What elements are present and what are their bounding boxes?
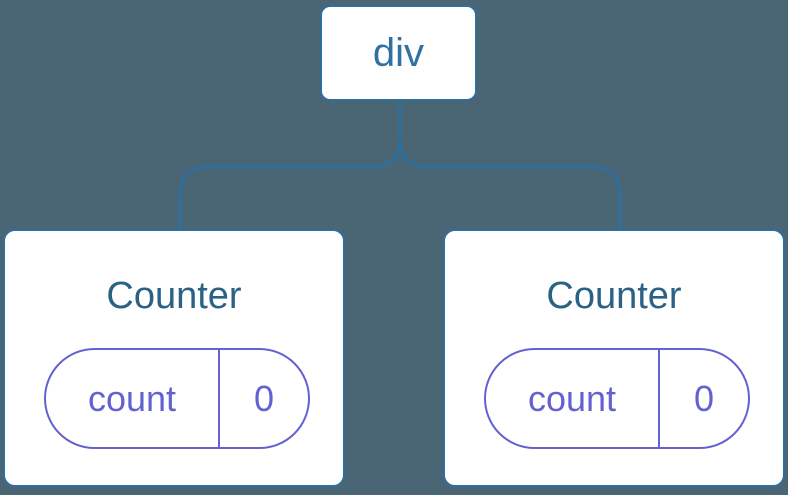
connector-right-branch [398, 100, 622, 230]
component-title: Counter [106, 275, 242, 317]
counter-node-left: Counter count 0 [3, 229, 345, 487]
counter-node-right: Counter count 0 [443, 229, 785, 487]
state-key-label: count [46, 350, 220, 447]
state-key-label: count [486, 350, 660, 447]
connector-left-branch [178, 100, 402, 230]
component-title: Counter [546, 275, 682, 317]
state-value: 0 [693, 377, 715, 419]
root-node: div [320, 5, 477, 101]
root-node-label: div [372, 31, 425, 75]
state-pill: count 0 [484, 348, 750, 449]
state-value: 0 [253, 377, 275, 419]
state-pill: count 0 [44, 348, 310, 449]
